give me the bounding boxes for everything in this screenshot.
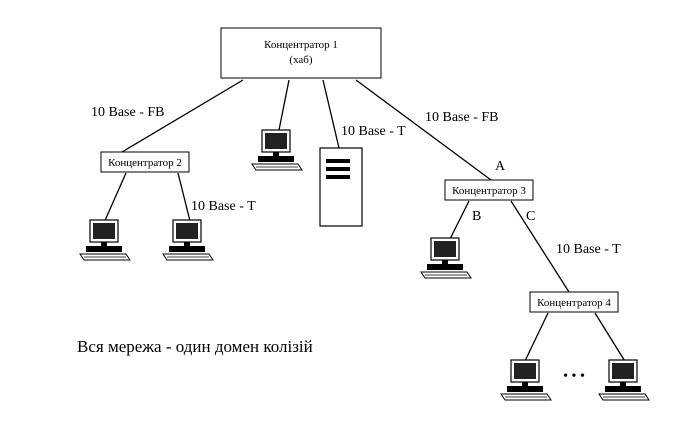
- workstation-icon: [251, 129, 303, 171]
- workstation-icon: [598, 359, 650, 401]
- workstation-icon: [500, 359, 552, 401]
- point-label-a: A: [495, 159, 506, 174]
- wire-hub2-pc1: [102, 172, 127, 226]
- server-icon: [319, 147, 363, 227]
- wire-hub1-pc: [278, 79, 290, 131]
- hub-4-name: Концентратор 4: [537, 297, 611, 309]
- hub-2-name: Концентратор 2: [108, 157, 182, 169]
- workstation-icon: [162, 219, 214, 261]
- wire-hub3-hub4: [510, 200, 570, 293]
- hub-3-name: Концентратор 3: [452, 185, 526, 197]
- link-label-fb-left: 10 Base - FB: [91, 105, 165, 120]
- link-label-t-hub2: 10 Base - T: [191, 199, 256, 214]
- diagram-caption: Вся мережа - один домен колізій: [77, 337, 313, 356]
- point-label-c: C: [526, 209, 535, 224]
- hub-1-subtitle: (хаб): [289, 54, 312, 66]
- wire-hub1-hub2: [121, 79, 244, 153]
- hub-2: Концентратор 2: [100, 151, 190, 173]
- point-label-b: B: [472, 209, 481, 224]
- hub-1: Концентратор 1 (хаб): [220, 27, 382, 79]
- hub-1-name: Концентратор 1: [264, 39, 338, 51]
- wire-hub1-hub3: [355, 79, 492, 181]
- link-label-t-hub3: 10 Base - T: [556, 242, 621, 257]
- hub-3: Концентратор 3: [444, 179, 534, 201]
- hub-4: Концентратор 4: [529, 291, 619, 313]
- wire-hub3-pcb: [448, 200, 470, 242]
- more-workstations-dots: • • •: [563, 369, 585, 384]
- workstation-icon: [79, 219, 131, 261]
- wire-hub4-pc2: [594, 312, 627, 364]
- link-label-t-server: 10 Base - T: [341, 124, 406, 139]
- wire-hub1-server: [322, 79, 340, 149]
- link-label-fb-right: 10 Base - FB: [425, 110, 499, 125]
- workstation-icon: [420, 237, 472, 279]
- wire-hub2-pc2: [177, 172, 192, 226]
- wire-hub4-pc1: [523, 312, 549, 364]
- connections: [102, 79, 627, 364]
